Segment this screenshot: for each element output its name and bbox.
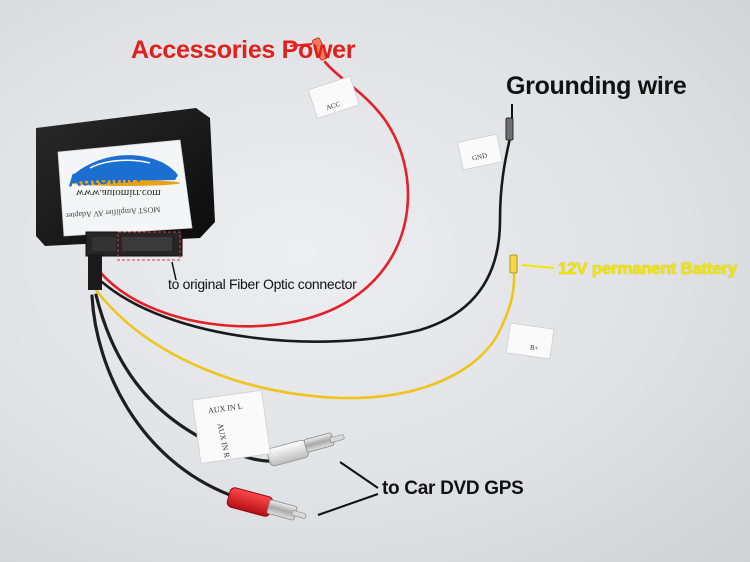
dvd-arrow-red	[317, 493, 379, 516]
battery-arrow	[521, 264, 555, 269]
accessories-power-label: Accessories Power	[131, 36, 356, 64]
fiber-connector-label: to original Fiber Optic connector	[168, 276, 357, 292]
gnd-connector	[505, 117, 514, 141]
white-rca-plug	[266, 432, 345, 467]
adapter-box	[36, 108, 215, 290]
acc-connector	[311, 37, 329, 61]
red-acc-wire	[98, 60, 410, 328]
grounding-wire-label: Grounding wire	[506, 72, 687, 100]
battery-tag	[505, 322, 555, 360]
dvd-arrow-white	[339, 461, 379, 489]
acc-tag	[307, 75, 360, 119]
gnd-tag	[457, 133, 503, 171]
aux-tag	[191, 389, 271, 464]
yellow-battery-wire	[94, 266, 516, 400]
car-dvd-label: to Car DVD GPS	[382, 478, 524, 499]
battery-label: 12V permanent Battery	[558, 259, 737, 278]
battery-connector	[509, 254, 518, 274]
fiber-arrow	[171, 261, 177, 281]
black-ground-wire	[100, 136, 512, 343]
red-rca-plug	[226, 487, 307, 521]
battery-tag-text: B+	[529, 343, 540, 353]
acc-arrow	[289, 43, 313, 47]
